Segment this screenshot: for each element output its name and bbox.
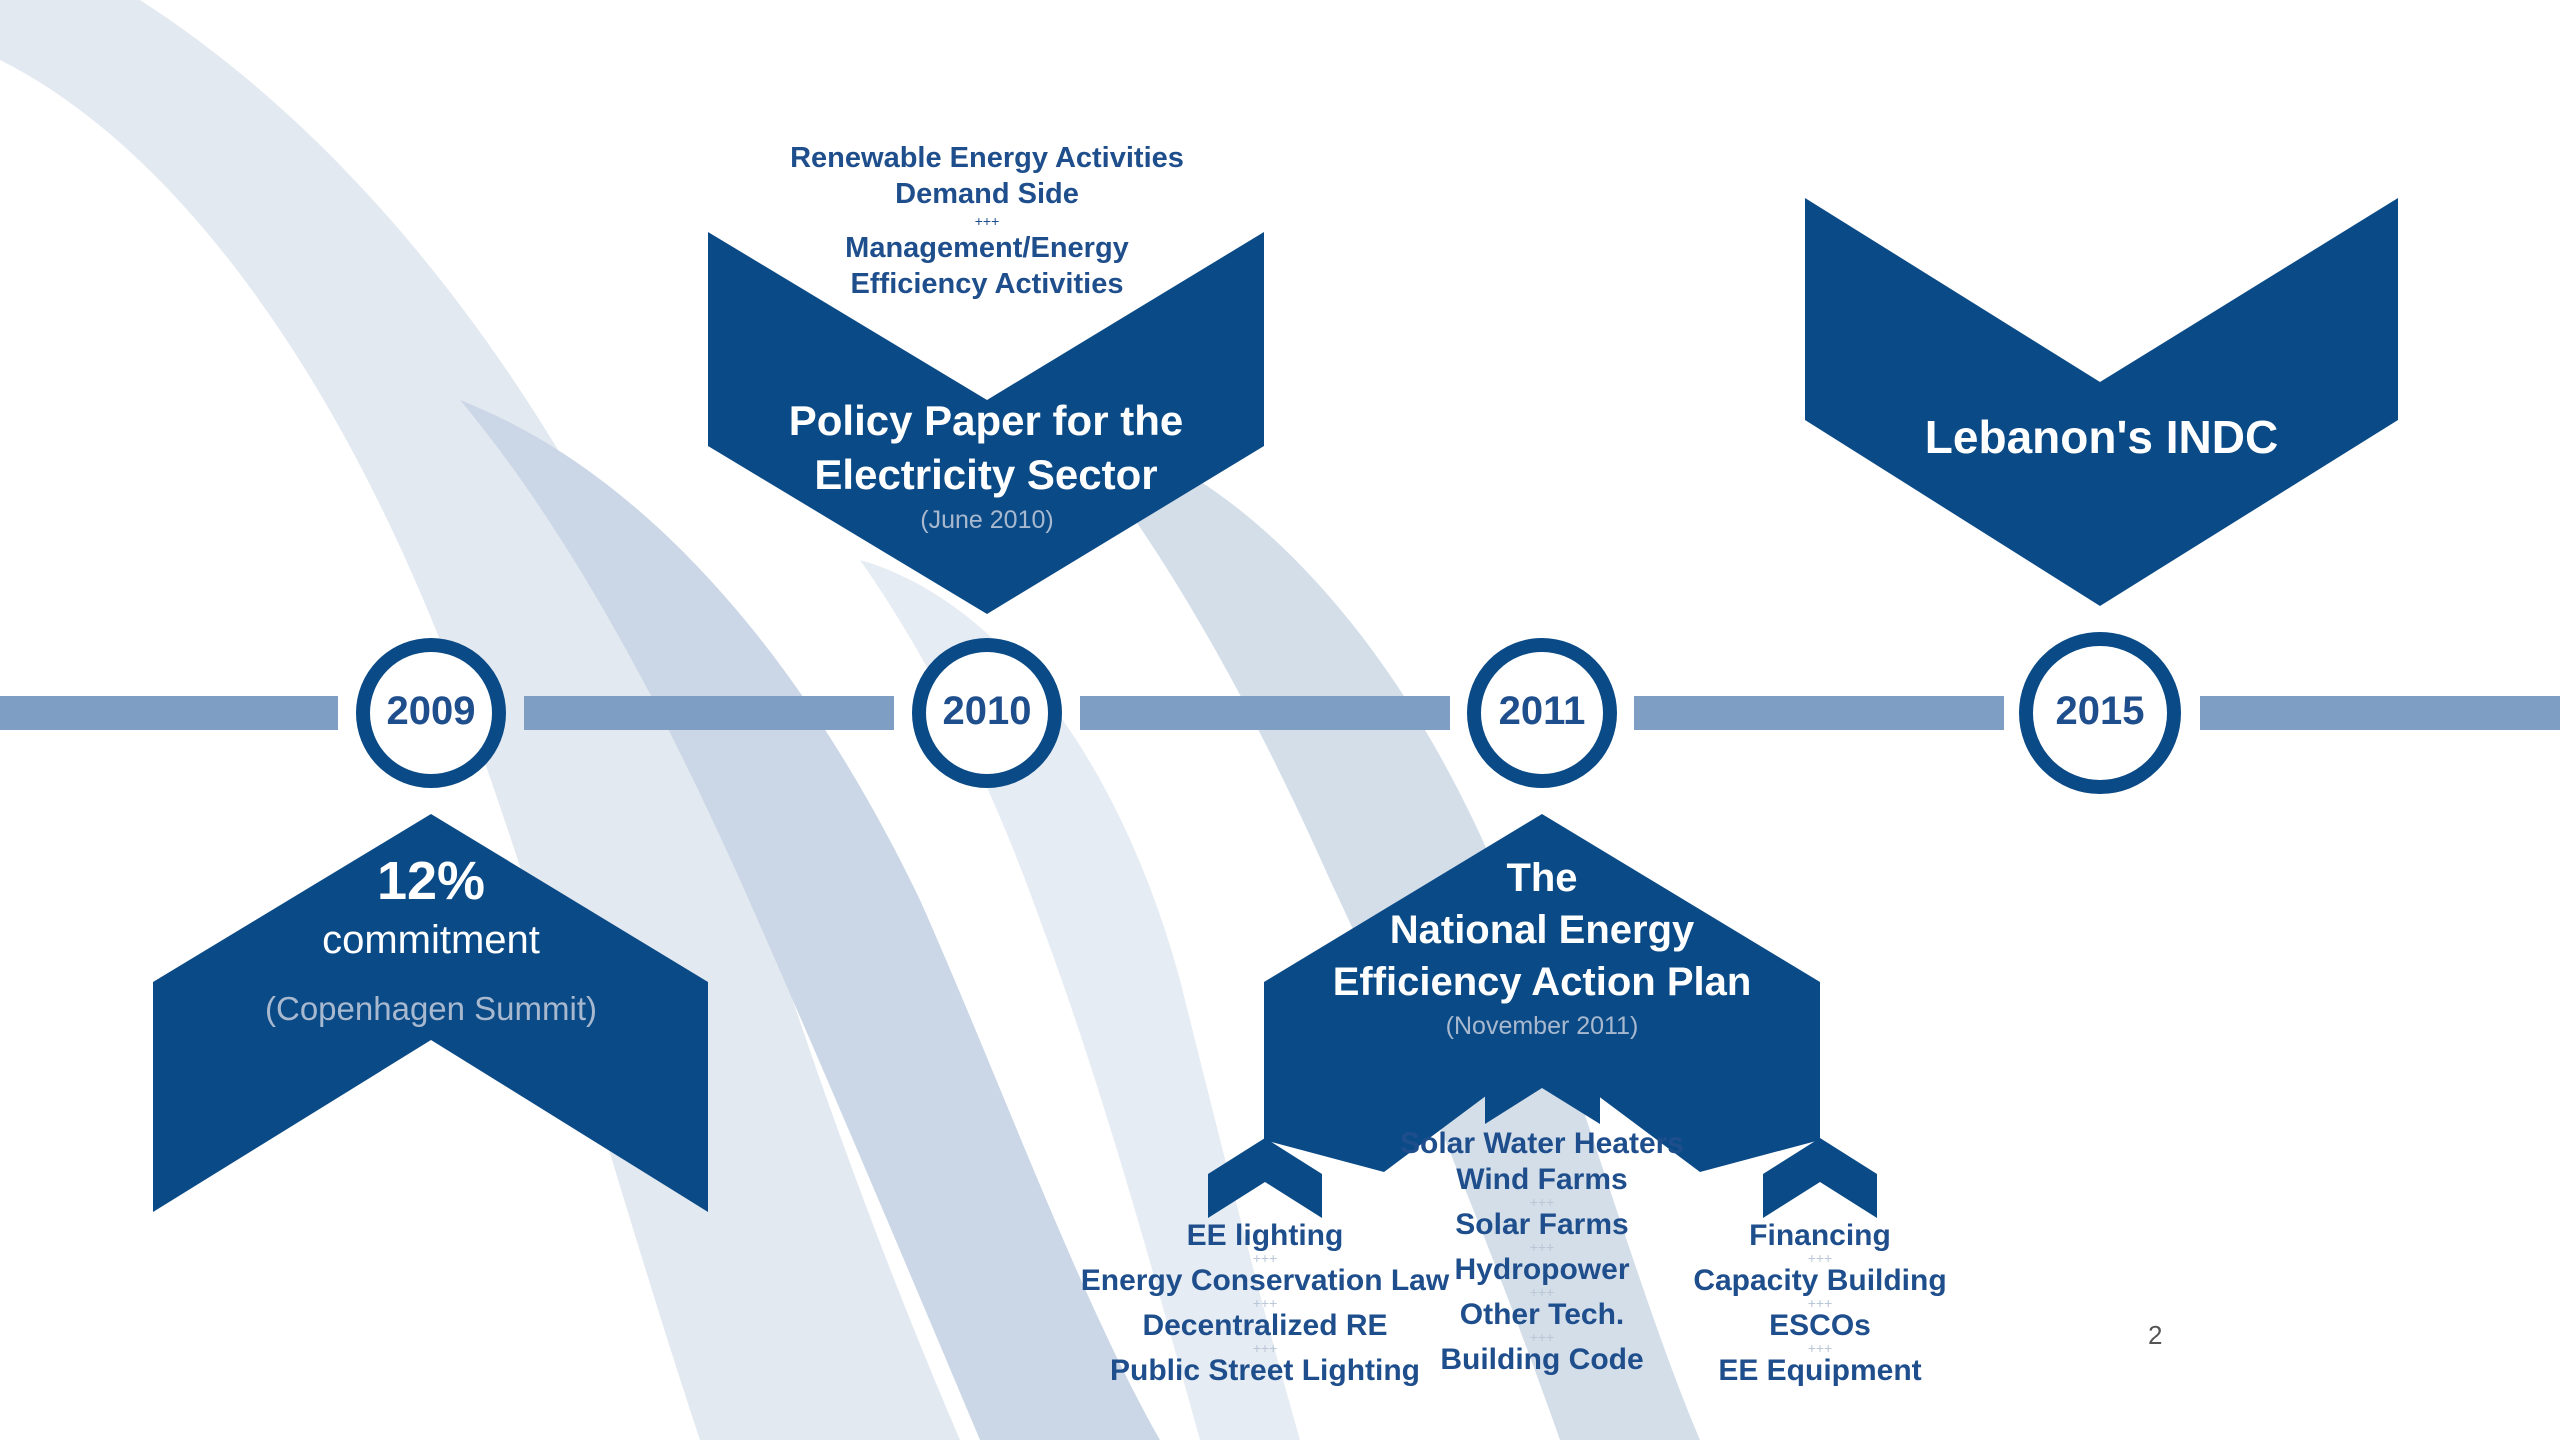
title-line: The: [1506, 856, 1578, 900]
list-separator: +++: [1252, 1340, 1278, 1356]
year-circle-2011: [1467, 638, 1617, 788]
milestone-2011-title: The National Energy Efficiency Action Pl…: [1264, 852, 1820, 1008]
year-label-2009: 2009: [386, 689, 476, 733]
list-item: ESCOs: [1769, 1309, 1871, 1342]
above-line: Renewable Energy Activities: [790, 142, 1184, 174]
milestone-2009-subline: commitment: [322, 918, 540, 962]
chevron-2011: [1264, 814, 1820, 1172]
year-label-2011: 2011: [1498, 689, 1586, 733]
swoosh-inner: [860, 560, 1300, 1440]
sub-chevron-center: [1485, 1044, 1600, 1124]
year-circle-2015: [2019, 632, 2181, 794]
above-line: Demand Side: [895, 178, 1079, 210]
year-label-2015: 2015: [2055, 689, 2145, 733]
timeline-bar-segment: [1634, 696, 2004, 730]
list-item: Building Code: [1440, 1343, 1644, 1376]
year-circle-2009: [356, 638, 506, 788]
list-separator: +++: [1252, 1295, 1278, 1311]
page-number: 2: [2148, 1320, 2163, 1350]
title-line: Electricity Sector: [814, 451, 1158, 498]
title-line: National Energy: [1389, 908, 1695, 952]
sub-chevron-right: [1763, 1138, 1877, 1218]
chevron-2009: [153, 814, 708, 1212]
title-line: Efficiency Action Plan: [1332, 960, 1752, 1004]
list-separator: +++: [1529, 1239, 1555, 1255]
year-circle-2010: [912, 638, 1062, 788]
list-item: Financing: [1749, 1219, 1891, 1252]
nap-center-list: Solar Water Heaters Wind Farms +++ Solar…: [1352, 1126, 1732, 1378]
milestone-2010-above-text: Renewable Energy Activities Demand Side …: [687, 140, 1287, 302]
list-item: Energy Conservation Law: [1080, 1264, 1450, 1297]
above-line: Efficiency Activities: [850, 268, 1124, 300]
list-item: Public Street Lighting: [1109, 1354, 1420, 1387]
sub-chevron-left: [1208, 1138, 1322, 1218]
timeline-bar-segment: [0, 696, 338, 730]
timeline-bar-segment: [524, 696, 894, 730]
list-item: Decentralized RE: [1142, 1309, 1388, 1342]
list-separator: +++: [1529, 1329, 1555, 1345]
timeline-bar-segment: [2200, 696, 2560, 730]
list-item: Hydropower: [1454, 1253, 1630, 1286]
list-separator: +++: [1529, 1194, 1555, 1210]
above-separator: +++: [974, 213, 1000, 229]
timeline-bar-segment: [1080, 696, 1450, 730]
list-separator: +++: [1807, 1250, 1833, 1266]
milestone-2010-title: Policy Paper for the Electricity Sector: [708, 394, 1264, 502]
list-separator: +++: [1807, 1295, 1833, 1311]
timeline: [0, 632, 2560, 794]
list-item: Solar Water Heaters: [1399, 1127, 1684, 1160]
list-item: Wind Farms: [1456, 1163, 1628, 1196]
above-line: Management/Energy: [845, 232, 1129, 264]
list-item: Capacity Building: [1693, 1264, 1947, 1297]
list-separator: +++: [1252, 1250, 1278, 1266]
list-separator: +++: [1529, 1284, 1555, 1300]
list-item: Other Tech.: [1459, 1298, 1625, 1331]
nap-left-list: EE lighting +++ Energy Conservation Law …: [1055, 1218, 1475, 1389]
swoosh-middle: [460, 400, 1160, 1440]
milestone-2015-title: Lebanon's INDC: [1924, 411, 2279, 463]
year-label-2010: 2010: [942, 689, 1032, 733]
chevron-2015: [1805, 198, 2398, 606]
list-item: Solar Farms: [1455, 1208, 1629, 1241]
nap-right-list: Financing +++ Capacity Building +++ ESCO…: [1640, 1218, 2000, 1389]
list-separator: +++: [1807, 1340, 1833, 1356]
list-item: EE lighting: [1186, 1219, 1344, 1252]
milestone-2011-date: (November 2011): [1445, 1012, 1639, 1040]
chevron-2010: [708, 232, 1264, 614]
list-item: EE Equipment: [1718, 1354, 1922, 1387]
milestone-2010-date: (June 2010): [920, 506, 1054, 534]
milestone-2009-headline: 12%: [376, 851, 486, 911]
title-line: Policy Paper for the: [788, 397, 1184, 444]
milestone-2009-note: (Copenhagen Summit): [265, 990, 597, 1027]
